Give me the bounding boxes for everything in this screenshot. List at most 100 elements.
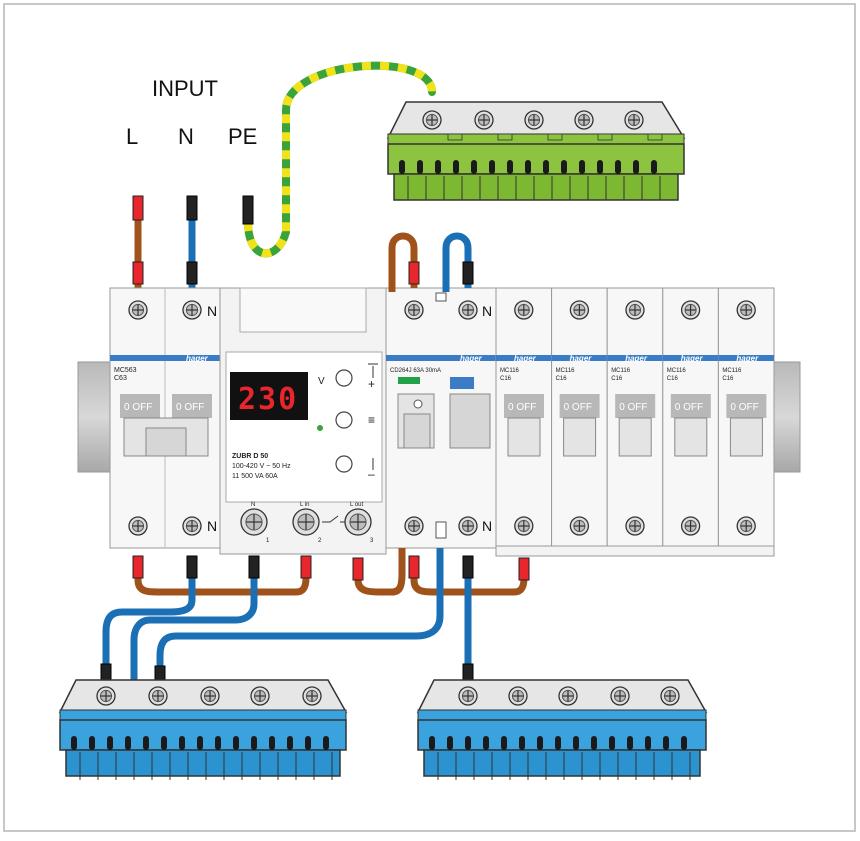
mcb-off-label: 0 OFF <box>508 402 536 413</box>
busbar-screw <box>422 110 442 130</box>
relay-terminal-lout: L out <box>350 502 363 508</box>
mcb-off-label: 0 OFF <box>730 402 758 413</box>
main-breaker: hager MC563 C63 0 OFF 0 OFF N N <box>109 287 221 549</box>
busbar-screw <box>508 686 528 706</box>
busbar-screw <box>624 110 644 130</box>
relay-display <box>230 372 308 420</box>
relay-spec-1: 100-420 V ~ 50 Hz <box>232 463 291 470</box>
busbar-screw <box>250 686 270 706</box>
main-breaker-off-2: 0 OFF <box>176 402 204 413</box>
input-title: INPUT <box>152 76 218 101</box>
relay-terminal-lin: L in <box>300 502 309 508</box>
mcb-brand: hager <box>570 354 593 363</box>
mcb-brand: hager <box>625 354 648 363</box>
relay-model: ZUBR D 50 <box>232 453 268 460</box>
neutral-busbar-left <box>58 679 348 780</box>
mcb-brand: hager <box>681 354 704 363</box>
relay-up-symbol: + <box>368 377 375 391</box>
relay-terminal-screw <box>292 508 320 536</box>
terminal-screw-bottom <box>404 516 424 536</box>
mcb-screw-bottom <box>569 516 590 536</box>
terminal-screw-top <box>128 300 148 320</box>
mcb-rating: C16 <box>667 376 679 382</box>
mcb-off-label: 0 OFF <box>675 402 703 413</box>
relay-display-value: 230 <box>238 382 298 417</box>
mcb-brand: hager <box>736 354 759 363</box>
busbar-screw <box>574 110 594 130</box>
relay-terminal-screw <box>240 508 268 536</box>
mcb-screw-top <box>569 300 590 320</box>
busbar-screw <box>558 686 578 706</box>
mcb-model: MC116 <box>611 368 631 374</box>
relay-unit: V <box>318 376 325 387</box>
busbar-screw <box>96 686 116 706</box>
mcb-screw-top <box>514 300 534 320</box>
terminal-screw-bottom <box>182 516 202 536</box>
relay-button-down[interactable] <box>335 455 353 473</box>
mcb-screw-bottom <box>680 516 701 536</box>
relay-terminal-3: 3 <box>370 538 374 544</box>
rcd-model: CD264J 63A 30mA <box>390 368 441 374</box>
busbar-screw <box>610 686 630 706</box>
relay-mid-symbol: ≡ <box>368 413 375 427</box>
bottom-wiring <box>100 548 530 709</box>
terminal-screw-top <box>458 300 478 320</box>
mcb-screw-top <box>736 300 756 320</box>
main-breaker-brand: hager <box>186 354 209 363</box>
busbar-screw <box>458 686 478 706</box>
main-breaker-model: MC563 <box>114 367 137 374</box>
busbar-screw <box>474 110 494 130</box>
mcb-screw-top <box>680 300 701 320</box>
relay-spec-2: 11 500 VA 60A <box>232 473 278 480</box>
busbar-screw <box>302 686 322 706</box>
mcb-model: MC116 <box>556 368 576 374</box>
relay-down-symbol: – <box>368 467 375 481</box>
mcb-model: MC116 <box>722 368 742 374</box>
input-l-label: L <box>126 124 138 149</box>
input-n-label: N <box>178 124 194 149</box>
main-breaker-n-top: N <box>207 303 217 319</box>
mcb-model: MC116 <box>500 368 520 374</box>
relay-terminal-screw <box>344 508 372 536</box>
relay-button-up[interactable] <box>335 369 353 387</box>
rcd-brand: hager <box>460 354 483 363</box>
busbar-screw <box>660 686 680 706</box>
terminal-screw-top <box>404 300 424 320</box>
input-wires <box>132 195 254 290</box>
input-pe-label: PE <box>228 124 257 149</box>
mcb-rating: C16 <box>611 376 623 382</box>
mcb-off-label: 0 OFF <box>564 402 592 413</box>
earth-wire <box>244 61 436 258</box>
mcb-screw-top <box>625 300 645 320</box>
mcb-screw-bottom <box>514 516 534 536</box>
mcb-screw-bottom <box>625 516 645 536</box>
terminal-screw-bottom <box>128 516 148 536</box>
earth-busbar <box>386 101 686 201</box>
mcb-model: MC116 <box>667 368 687 374</box>
busbar-screw <box>148 686 168 706</box>
mcb-comb-busbar <box>495 545 775 557</box>
terminal-screw-bottom <box>458 516 478 536</box>
relay-terminal-n: N <box>251 502 255 508</box>
main-breaker-rating: C63 <box>114 375 127 382</box>
mcb-brand: hager <box>514 354 537 363</box>
main-breaker-n-bottom: N <box>207 518 217 534</box>
busbar-screw <box>524 110 544 130</box>
main-breaker-off-1: 0 OFF <box>124 402 152 413</box>
mcb-rating: C16 <box>500 376 512 382</box>
neutral-busbar-right <box>416 679 708 780</box>
device-screws <box>128 300 756 536</box>
mcb-off-label: 0 OFF <box>619 402 647 413</box>
relay-button-mid[interactable] <box>335 411 353 429</box>
relay-led <box>317 425 323 431</box>
mcb-rating: C16 <box>722 376 734 382</box>
rcd-n-top: N <box>482 303 492 319</box>
